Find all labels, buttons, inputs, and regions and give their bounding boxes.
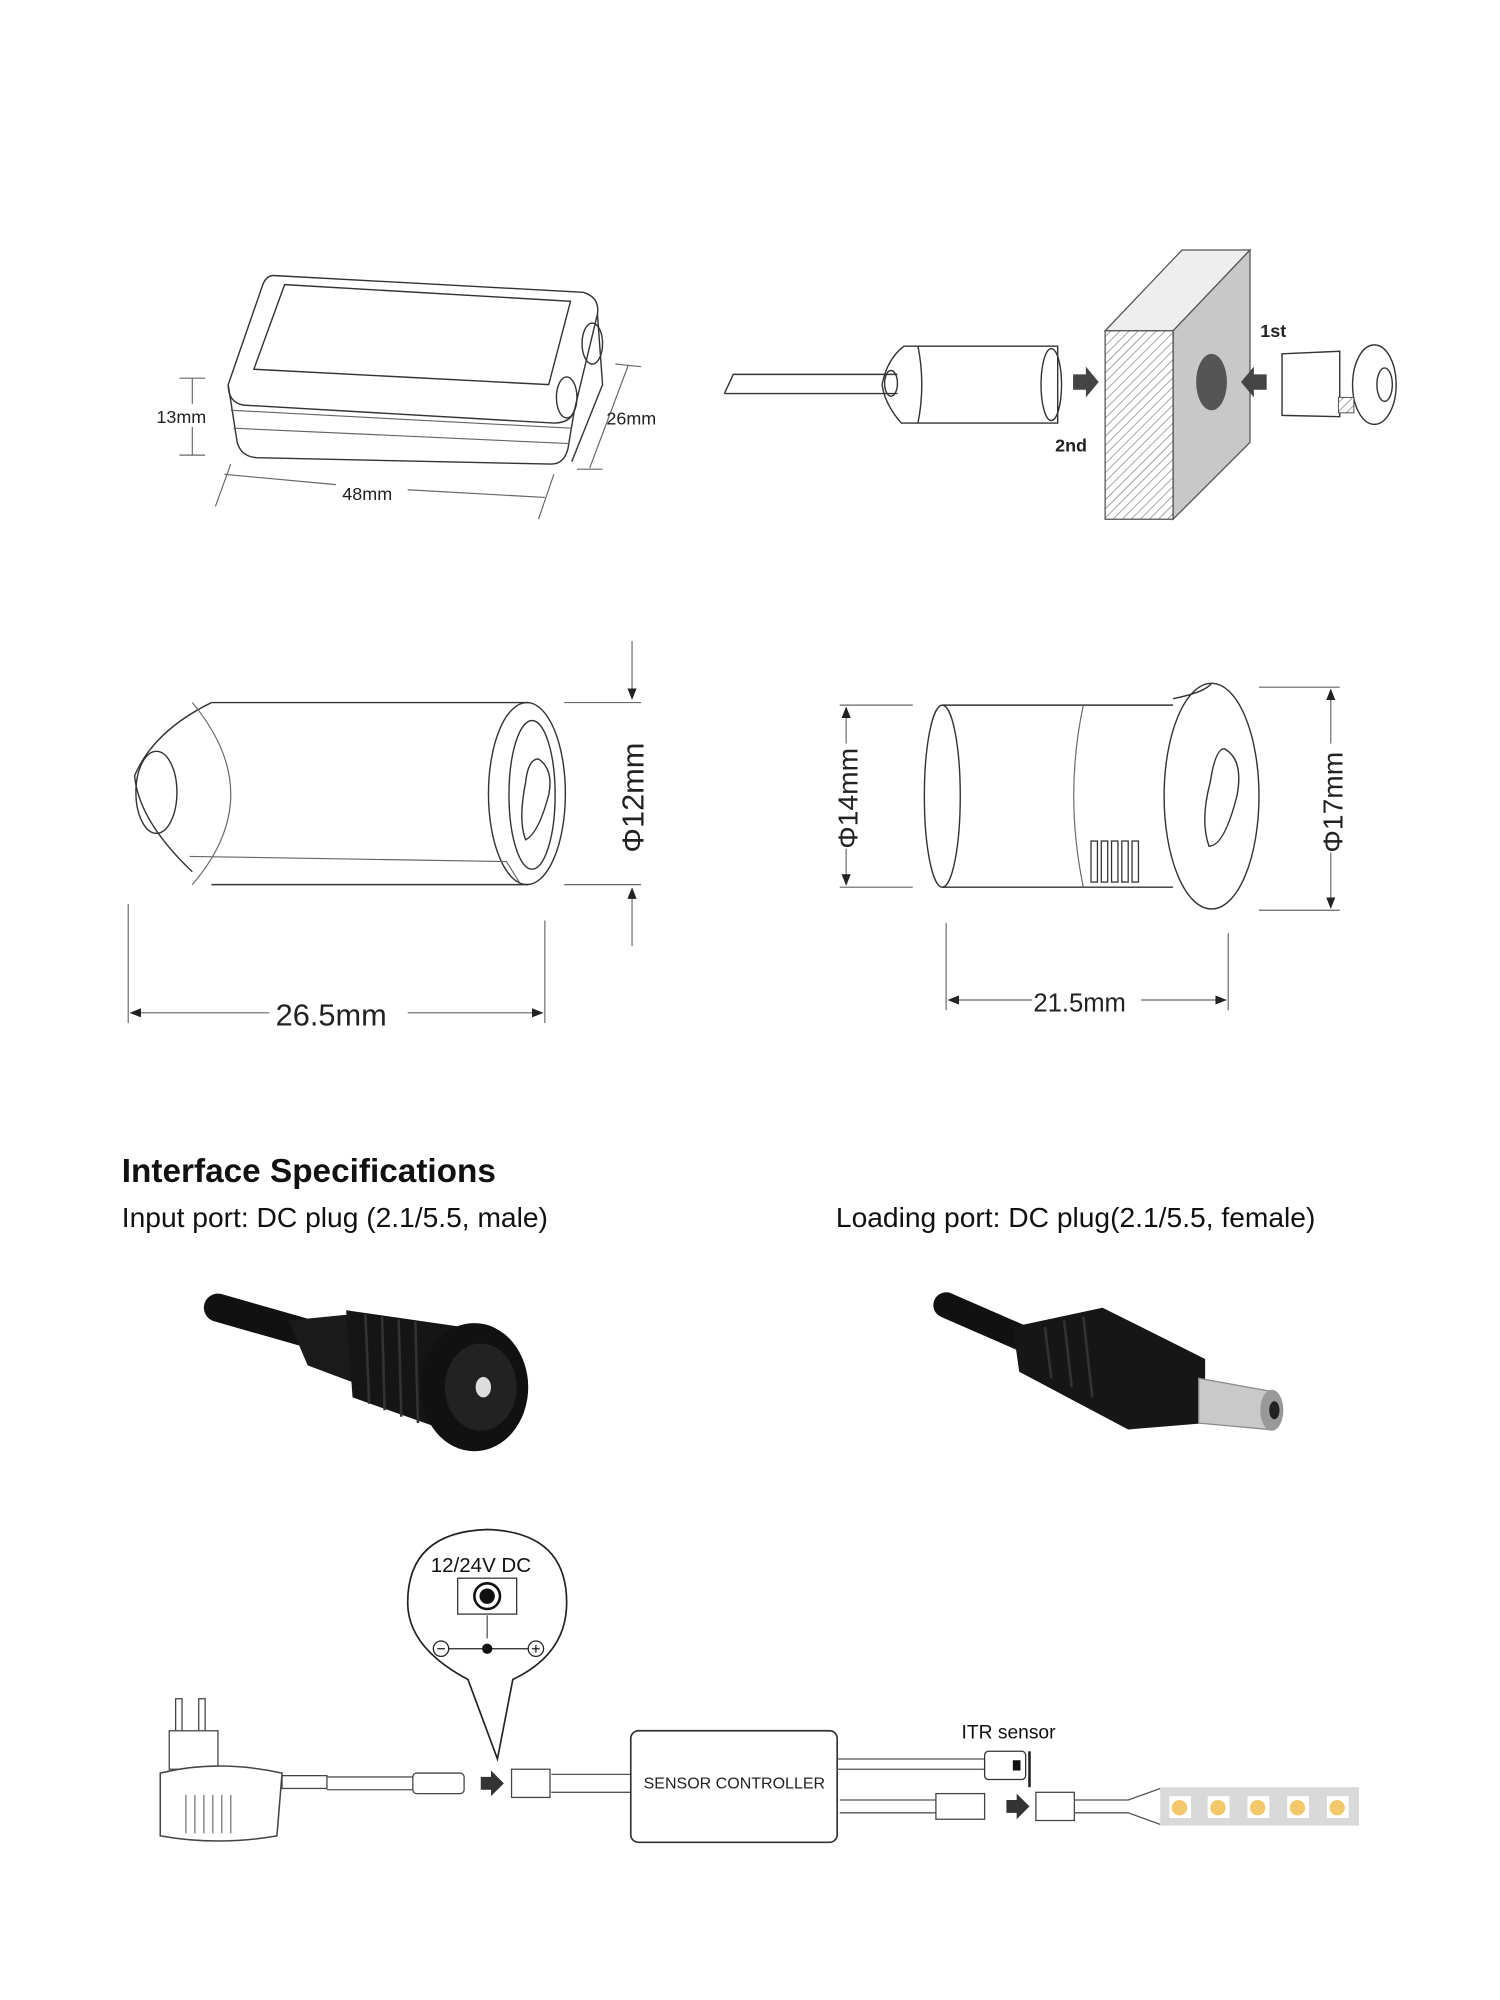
- controller-box-drawing: 13mm 26mm 48mm: [151, 274, 656, 520]
- head-outer-diameter-label: Φ17mm: [1316, 752, 1348, 853]
- power-adapter-icon: [159, 1698, 328, 1842]
- installation-drawing: 1st 2nd: [723, 248, 1397, 521]
- sensor-head-drawing: Φ14mm Φ17mm 21.5mm: [832, 682, 1348, 1018]
- wiring-diagram: 12/24V DC SENSOR CONTROLLER: [159, 1528, 1359, 1844]
- interface-title: Interface Specifications: [122, 1153, 496, 1190]
- step-first-label: 1st: [1260, 321, 1286, 341]
- head-length-label: 21.5mm: [1033, 990, 1126, 1018]
- loading-port-text: Loading port: DC plug(2.1/5.5, female): [836, 1201, 1315, 1233]
- step-second-label: 2nd: [1055, 435, 1087, 455]
- voltage-callout: 12/24V DC: [406, 1528, 568, 1763]
- controller-depth-label: 26mm: [606, 408, 656, 428]
- led-strip: [1160, 1787, 1359, 1826]
- female-dc-plug-image: [203, 1293, 529, 1452]
- sensor-plug-drawing: Φ12mm 26.5mm: [127, 641, 651, 1033]
- controller-height-label: 13mm: [156, 407, 206, 427]
- sensor-controller-box: [629, 1729, 839, 1844]
- plug-length-label: 26.5mm: [276, 998, 387, 1033]
- arrow-icon: [1073, 366, 1099, 398]
- arrow-icon: [480, 1770, 504, 1797]
- voltage-label: 12/24V DC: [431, 1554, 531, 1577]
- itr-sensor-label: ITR sensor: [962, 1722, 1057, 1743]
- mounting-hole: [1196, 353, 1227, 411]
- plug-diameter-label: Φ12mm: [616, 743, 651, 853]
- controller-label: SENSOR CONTROLLER: [644, 1774, 826, 1792]
- head-inner-diameter-label: Φ14mm: [832, 748, 864, 849]
- male-dc-plug-image: [933, 1292, 1284, 1431]
- arrow-icon: [1006, 1793, 1030, 1820]
- input-port-text: Input port: DC plug (2.1/5.5, male): [122, 1201, 548, 1233]
- controller-width-label: 48mm: [342, 484, 392, 504]
- vent-slots: [1090, 840, 1140, 883]
